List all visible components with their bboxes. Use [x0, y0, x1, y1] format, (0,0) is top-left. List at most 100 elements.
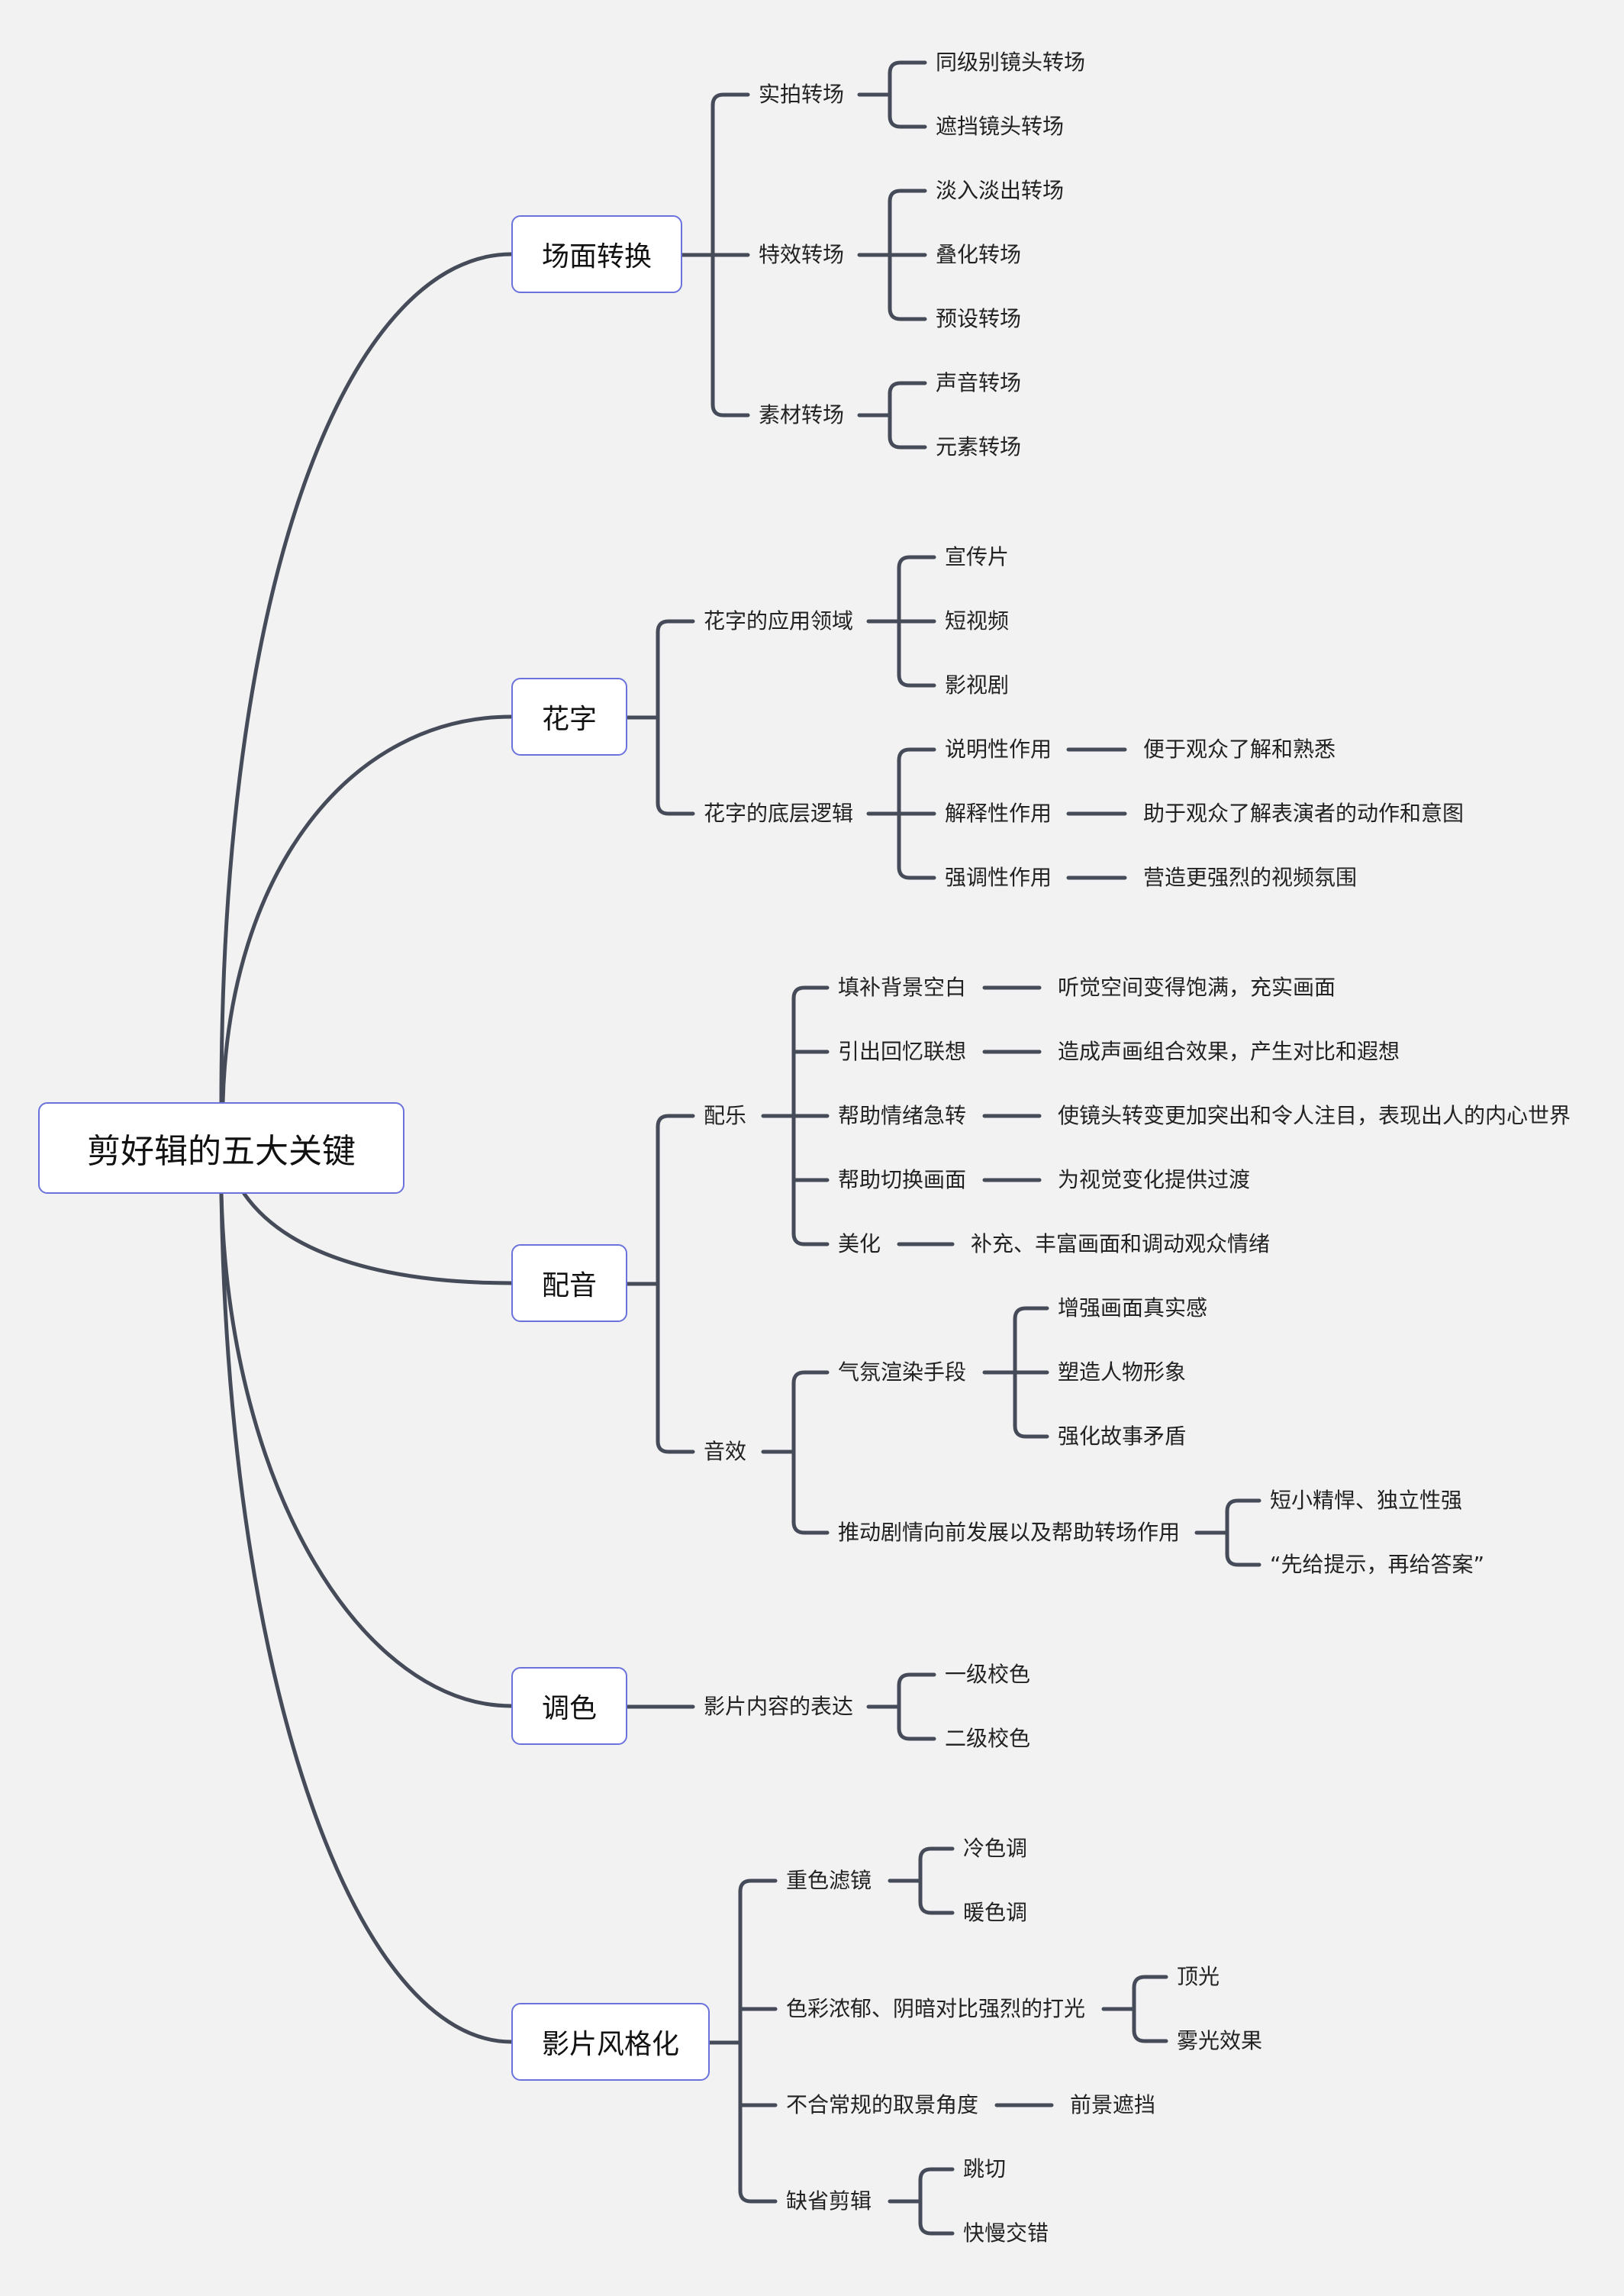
leaf-topic[interactable]: 淡入淡出转场 [936, 178, 1065, 203]
leaf-topic[interactable]: 前景遮挡 [1070, 2092, 1156, 2117]
subtopic[interactable]: 引出回忆联想 [838, 1039, 967, 1064]
leaf-topic[interactable]: 补充、丰富画面和调动观众情绪 [971, 1231, 1271, 1256]
connector-line [791, 1370, 830, 1385]
leaf-topic[interactable]: “先给提示，再给答案” [1270, 1552, 1485, 1577]
subtopic[interactable]: 填补背景空白 [838, 975, 967, 1000]
subtopic[interactable]: 重色滤镜 [786, 1868, 872, 1893]
leaf-topic[interactable]: 营造更强烈的视频氛围 [1143, 865, 1358, 890]
connector-line [888, 60, 927, 76]
leaf-topic[interactable]: 为视觉变化提供过渡 [1058, 1167, 1251, 1192]
leaf-topic[interactable]: 冷色调 [963, 1836, 1028, 1861]
connector-line [738, 2188, 778, 2204]
leaf-topic[interactable]: 元素转场 [936, 434, 1022, 460]
connector-line [1225, 1498, 1262, 1514]
connector-line [918, 2220, 955, 2236]
connector-line [1013, 1424, 1049, 1439]
leaf-topic[interactable]: 助于观众了解表演者的动作和意图 [1143, 801, 1464, 826]
connector-line [242, 1192, 514, 1285]
subtopic[interactable]: 色彩浓郁、阴暗对比强烈的打光 [786, 1996, 1086, 2021]
leaf-topic[interactable]: 跳切 [963, 2156, 1007, 2182]
connector-line [918, 2167, 955, 2182]
leaf-topic[interactable]: 使镜头转变更加突出和令人注目，表现出人的内心世界 [1058, 1103, 1571, 1128]
subtopic[interactable]: 解释性作用 [945, 801, 1052, 826]
leaf-topic[interactable]: 雾光效果 [1177, 2028, 1263, 2053]
leaf-topic[interactable]: 一级校色 [945, 1662, 1031, 1687]
subtopic[interactable]: 帮助情绪急转 [838, 1103, 967, 1128]
connector-line [897, 555, 936, 570]
subtopic[interactable]: 说明性作用 [945, 737, 1052, 762]
leaf-topic[interactable]: 预设转场 [936, 306, 1022, 331]
connector-line [710, 92, 750, 108]
connector-line [897, 1672, 936, 1688]
leaf-topic[interactable]: 同级别镜头转场 [936, 50, 1086, 75]
leaf-topic[interactable]: 叠化转场 [936, 242, 1022, 267]
connector-line [897, 672, 936, 688]
subtopic[interactable]: 花字的应用领域 [704, 608, 854, 634]
subtopic[interactable]: 音效 [704, 1439, 747, 1464]
topic-dubbing[interactable]: 配音 [511, 1244, 627, 1322]
leaf-topic[interactable]: 声音转场 [936, 370, 1022, 395]
subtopic[interactable]: 推动剧情向前发展以及帮助转场作用 [838, 1520, 1181, 1545]
leaf-topic[interactable]: 二级校色 [945, 1726, 1031, 1751]
connector-line [888, 434, 927, 450]
leaf-topic[interactable]: 听觉空间变得饱满，充实画面 [1058, 975, 1336, 1000]
leaf-topic[interactable]: 遮挡镜头转场 [936, 114, 1065, 139]
subtopic[interactable]: 配乐 [704, 1103, 747, 1128]
subtopic[interactable]: 特效转场 [759, 242, 845, 267]
leaf-topic[interactable]: 强化故事矛盾 [1058, 1424, 1187, 1449]
connector-line [219, 1192, 514, 1708]
connector-line [888, 189, 927, 204]
topic-color-grading[interactable]: 调色 [511, 1667, 627, 1745]
connector-line [791, 1231, 830, 1246]
leaf-topic[interactable]: 短小精悍、独立性强 [1270, 1488, 1463, 1513]
subtopic[interactable]: 帮助切换画面 [838, 1167, 967, 1192]
topic-scene-transition[interactable]: 场面转换 [511, 215, 682, 293]
subtopic[interactable]: 花字的底层逻辑 [704, 801, 854, 826]
connector-line [219, 252, 514, 1104]
connector-line [1013, 1306, 1049, 1321]
connector-line [1132, 1975, 1168, 1990]
connector-line [897, 747, 936, 763]
leaf-topic[interactable]: 顶光 [1177, 1964, 1220, 1989]
leaf-topic[interactable]: 暖色调 [963, 1900, 1028, 1925]
connector-line [656, 1439, 695, 1454]
connector-line [656, 1114, 695, 1129]
leaf-topic[interactable]: 塑造人物形象 [1058, 1359, 1187, 1385]
connector-line [221, 714, 514, 1104]
topic-fancy-text[interactable]: 花字 [511, 678, 627, 756]
subtopic[interactable]: 美化 [838, 1231, 881, 1256]
leaf-topic[interactable]: 快慢交错 [963, 2220, 1049, 2246]
leaf-topic[interactable]: 增强画面真实感 [1058, 1295, 1208, 1321]
connector-line [1132, 2028, 1168, 2043]
connector-line [219, 1192, 514, 2044]
connector-line [791, 1520, 830, 1535]
leaf-topic[interactable]: 便于观众了解和熟悉 [1143, 737, 1336, 762]
connector-line [738, 1878, 778, 1894]
connector-line [656, 619, 695, 634]
connector-line [888, 381, 927, 396]
subtopic[interactable]: 强调性作用 [945, 865, 1052, 890]
leaf-topic[interactable]: 宣传片 [945, 544, 1010, 569]
connector-line [888, 306, 927, 321]
leaf-topic[interactable]: 影视剧 [945, 672, 1010, 698]
connector-line [1225, 1552, 1262, 1567]
connector-line [897, 865, 936, 880]
connector-line [918, 1900, 955, 1915]
connector-line [710, 402, 750, 418]
subtopic[interactable]: 影片内容的表达 [704, 1694, 854, 1719]
subtopic[interactable]: 缺省剪辑 [786, 2188, 872, 2214]
subtopic[interactable]: 气氛渲染手段 [838, 1359, 967, 1385]
topic-film-stylization[interactable]: 影片风格化 [511, 2003, 710, 2081]
subtopic[interactable]: 素材转场 [759, 402, 845, 427]
connector-line [897, 1726, 936, 1741]
leaf-topic[interactable]: 短视频 [945, 608, 1010, 634]
connector-line [918, 1846, 955, 1862]
connector-line [888, 114, 927, 129]
subtopic[interactable]: 不合常规的取景角度 [786, 2092, 979, 2117]
leaf-topic[interactable]: 造成声画组合效果，产生对比和遐想 [1058, 1039, 1400, 1064]
connector-line [791, 985, 830, 1001]
subtopic[interactable]: 实拍转场 [759, 82, 845, 107]
root-topic[interactable]: 剪好辑的五大关键 [38, 1102, 404, 1194]
